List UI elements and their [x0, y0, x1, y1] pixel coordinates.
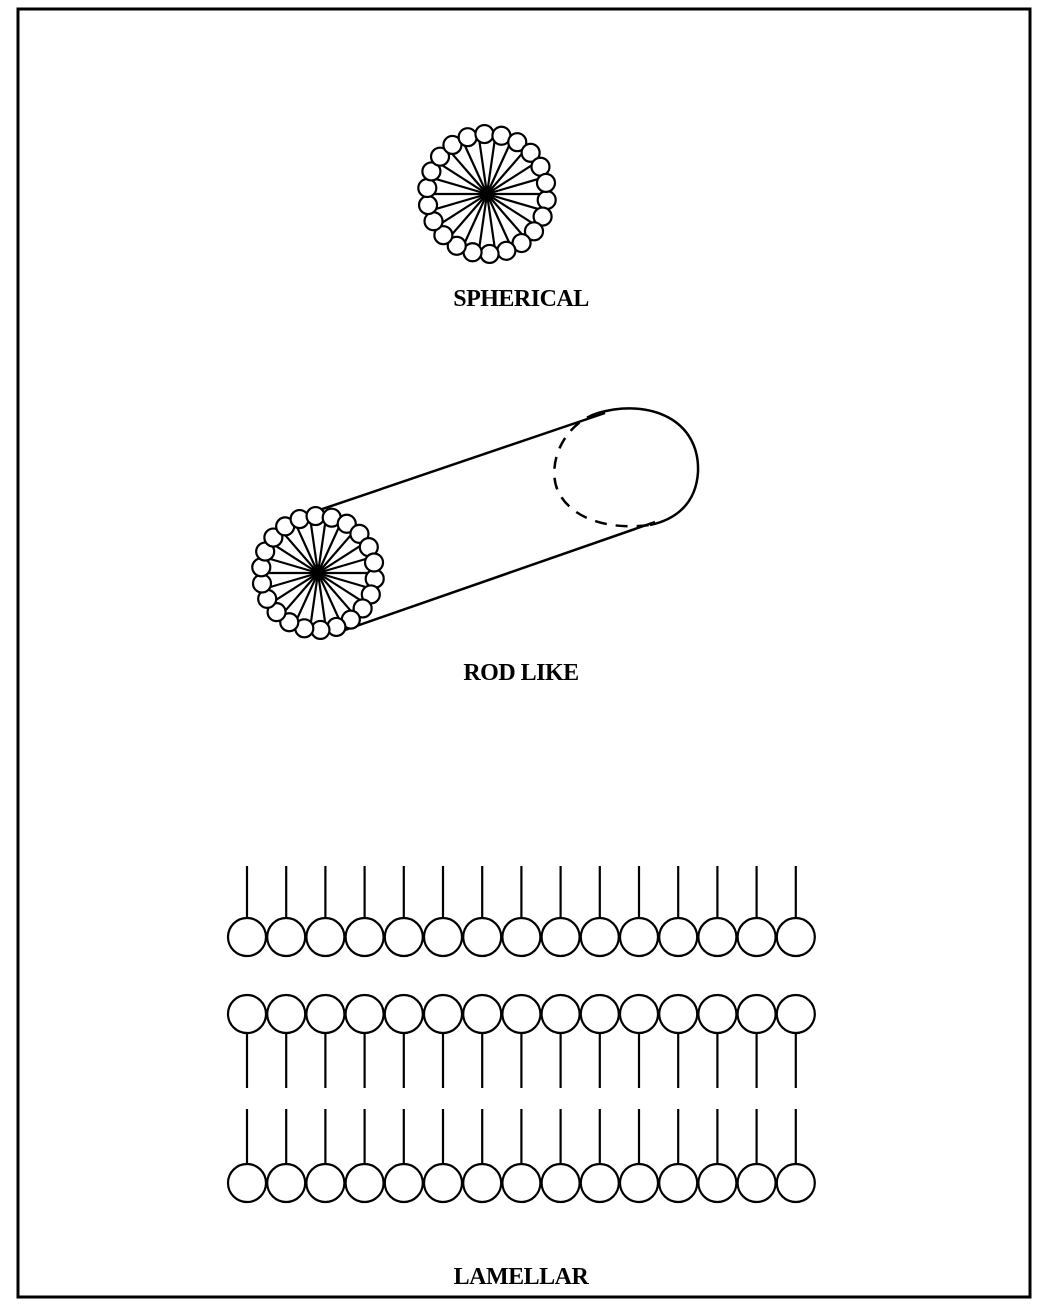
lamellar-head [463, 995, 501, 1033]
label-lamellar: LAMELLAR [0, 1264, 1042, 1291]
lamellar-head [424, 995, 462, 1033]
lamellar-head [620, 995, 658, 1033]
lamellar-head [581, 995, 619, 1033]
lamellar-head [424, 918, 462, 956]
label-rod-like: ROD LIKE [0, 660, 1042, 687]
lamellar-head [659, 918, 697, 956]
lamellar-head [777, 918, 815, 956]
lamellar-head [385, 995, 423, 1033]
lamellar-head [502, 1164, 540, 1202]
page-border [18, 9, 1030, 1297]
lamellar-head [698, 918, 736, 956]
lamellar-head [659, 995, 697, 1033]
lamellar-head [542, 1164, 580, 1202]
lamellar-head [306, 1164, 344, 1202]
lamellar-head [385, 1164, 423, 1202]
lamellar-head [463, 918, 501, 956]
lamellar-head [698, 1164, 736, 1202]
micelle-core [314, 569, 322, 577]
surfactant-head [419, 196, 437, 214]
lamellar-head [620, 1164, 658, 1202]
lamellar-head [228, 918, 266, 956]
lamellar-head [581, 918, 619, 956]
rod-bottom-edge [345, 522, 655, 630]
lamellar-head [542, 995, 580, 1033]
lamellar-head [777, 995, 815, 1033]
lamellar-head [738, 918, 776, 956]
surfactant-head [537, 174, 555, 192]
rod-like-micelle [252, 408, 698, 639]
rod-far-end-solid [598, 408, 698, 525]
lamellar-head [228, 995, 266, 1033]
rod-top-edge [293, 413, 605, 519]
lamellar-head [346, 918, 384, 956]
surfactant-head [365, 553, 383, 571]
surfactant-head [481, 245, 499, 263]
surfactant-head [497, 242, 515, 260]
micelle-core [483, 190, 491, 198]
spherical-micelle [418, 125, 555, 263]
lamellar-head [659, 1164, 697, 1202]
lamellar-head [502, 918, 540, 956]
lamellar-head [267, 995, 305, 1033]
lamellar-head [306, 995, 344, 1033]
lamellar-head [581, 1164, 619, 1202]
lamellar-head [698, 995, 736, 1033]
surfactant-head [459, 128, 477, 146]
surfactant-head [475, 125, 493, 143]
surfactant-head [538, 191, 556, 209]
lamellar-head [738, 1164, 776, 1202]
lamellar-head [502, 995, 540, 1033]
lamellar-head [463, 1164, 501, 1202]
rod-far-end-dashed [554, 413, 650, 526]
surfactant-head [418, 179, 436, 197]
lamellar-head [424, 1164, 462, 1202]
lamellar-head [346, 995, 384, 1033]
lamellar-head [306, 918, 344, 956]
lamellar-head [346, 1164, 384, 1202]
lamellar-head [777, 1164, 815, 1202]
lamellar-layers [228, 866, 815, 1202]
lamellar-head [738, 995, 776, 1033]
lamellar-head [542, 918, 580, 956]
label-spherical: SPHERICAL [0, 286, 1042, 313]
lamellar-head [385, 918, 423, 956]
lamellar-head [620, 918, 658, 956]
lamellar-head [228, 1164, 266, 1202]
lamellar-head [267, 1164, 305, 1202]
lamellar-head [267, 918, 305, 956]
